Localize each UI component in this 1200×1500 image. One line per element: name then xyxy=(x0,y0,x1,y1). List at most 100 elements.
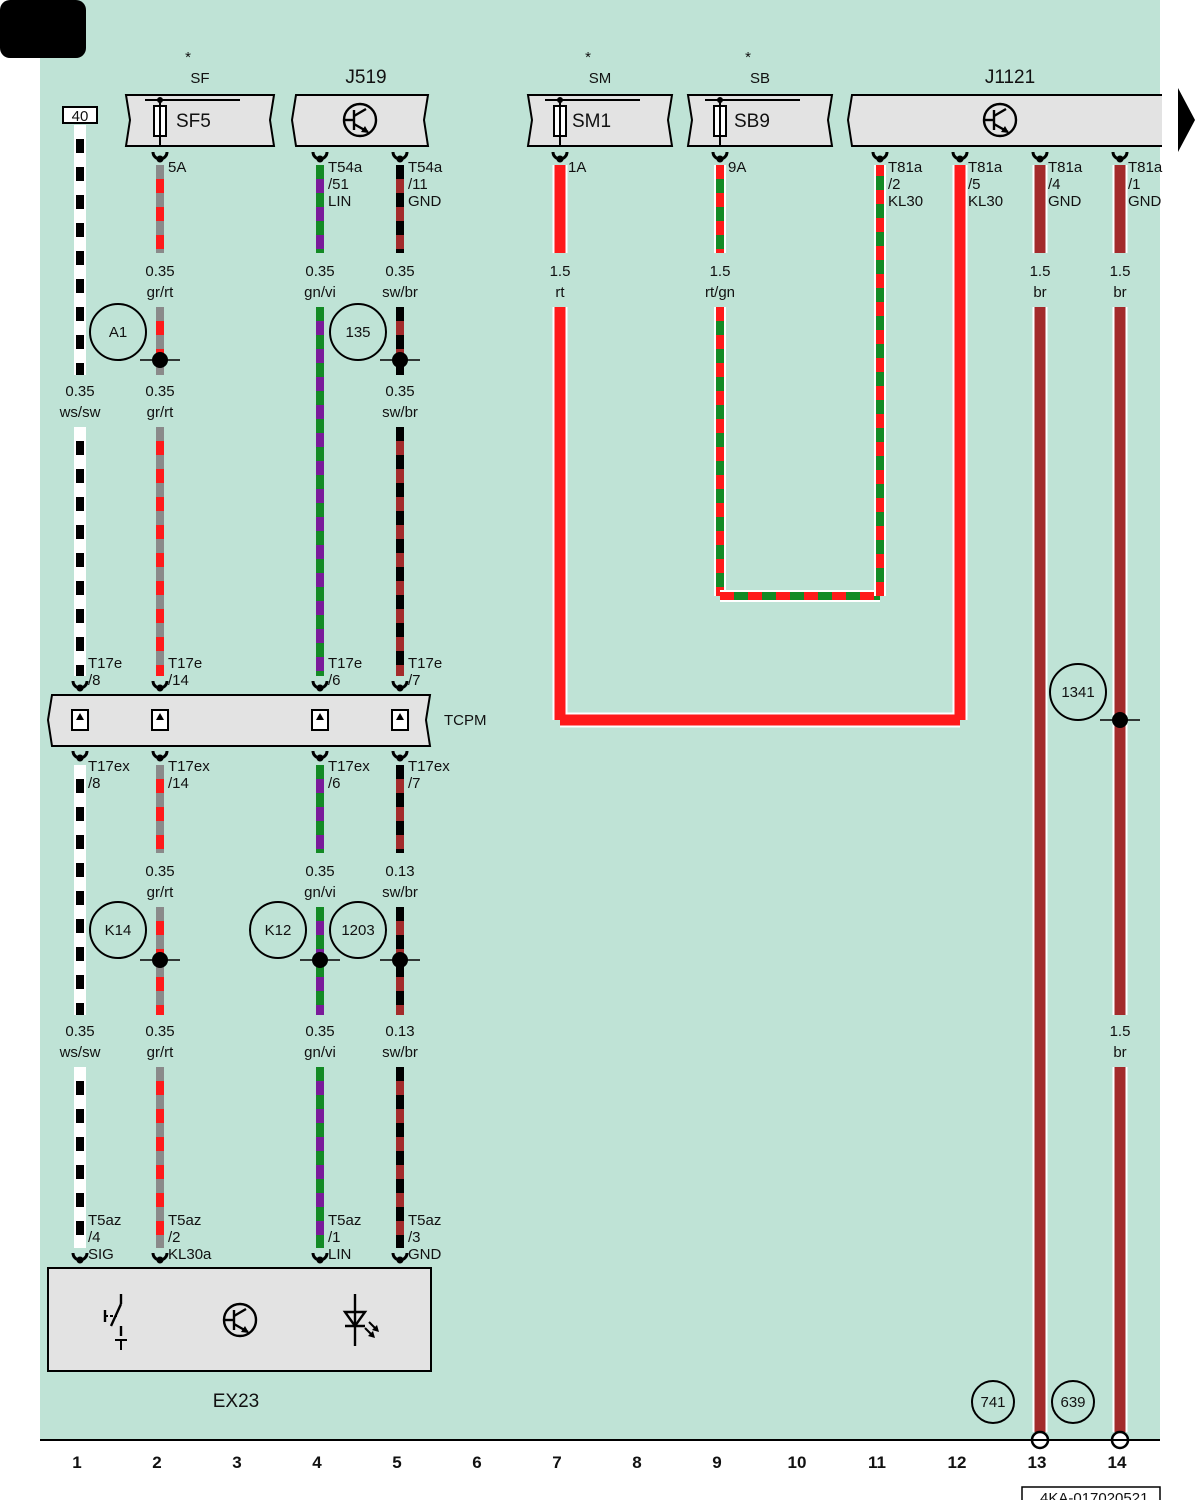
pin-label-j1121: GND xyxy=(1128,193,1162,210)
tcpm-pin-labels: T17e /8 T17e /14 T17e /6 T17e /7 T17ex /… xyxy=(88,655,450,792)
pin-label: /7 xyxy=(408,672,421,689)
pin-label-j519-51: T54a xyxy=(328,159,363,176)
page-ref-label: 40 xyxy=(72,108,89,125)
wire-color: br xyxy=(1033,284,1046,301)
wire-size: 0.13 xyxy=(385,863,414,880)
wire-color: gr/rt xyxy=(147,1044,175,1061)
wire-color: rt xyxy=(555,284,565,301)
junction-dot xyxy=(152,952,168,968)
pin-label: /4 xyxy=(88,1229,101,1246)
column-number: 9 xyxy=(712,1453,721,1472)
junctions xyxy=(140,352,1140,968)
wire-size: 1.5 xyxy=(1110,263,1131,280)
pin-label-j519-11: /11 xyxy=(408,176,428,193)
wire-size: 1.5 xyxy=(1030,263,1051,280)
pin-label: /2 xyxy=(168,1229,181,1246)
pin-label-sb: 9A xyxy=(728,159,746,176)
wire-size: 0.35 xyxy=(385,383,414,400)
pin-label-j519-51: /51 xyxy=(328,176,349,193)
wire-labels: 0.35 gr/rt 0.35 gn/vi 0.35 sw/br 1.5 rt … xyxy=(59,263,1131,1061)
junction-dot xyxy=(152,352,168,368)
sm-star: * xyxy=(585,49,591,66)
wire-color: sw/br xyxy=(382,284,418,301)
pin-label-j1121: /5 xyxy=(968,176,981,193)
connector-pins xyxy=(71,709,409,731)
wire-size: 0.35 xyxy=(145,1023,174,1040)
control-unit-j519 xyxy=(290,94,430,147)
triangle-right-icon[interactable] xyxy=(1178,88,1195,152)
wire-size: 1.5 xyxy=(550,263,571,280)
junction-dot xyxy=(1112,712,1128,728)
column-number: 14 xyxy=(1108,1453,1127,1472)
wire-color: rt/gn xyxy=(705,284,735,301)
pin-label: T5az xyxy=(168,1212,201,1229)
column-number: 6 xyxy=(472,1453,481,1472)
wire-color: gn/vi xyxy=(304,1044,336,1061)
wire-size: 0.35 xyxy=(145,383,174,400)
footer-code-box xyxy=(1021,1486,1161,1500)
pin-label: T17e xyxy=(168,655,202,672)
column-number: 2 xyxy=(152,1453,161,1472)
wire-color: br xyxy=(1113,1044,1126,1061)
ref-circle-label: K14 xyxy=(105,922,132,939)
column-number: 13 xyxy=(1028,1453,1047,1472)
fuse-sf-label: SF5 xyxy=(176,111,211,132)
pin-label-j1121: /4 xyxy=(1048,176,1061,193)
column-number: 4 xyxy=(312,1453,322,1472)
sf-star: * xyxy=(185,49,191,66)
pin-label: T17e xyxy=(88,655,122,672)
pin-label: LIN xyxy=(328,1246,351,1263)
fuse-sb-label: SB9 xyxy=(734,111,770,132)
pin-label: /14 xyxy=(168,775,189,792)
wire-size: 0.35 xyxy=(385,263,414,280)
sb-star: * xyxy=(745,49,751,66)
ref-circle-label: 1341 xyxy=(1061,684,1094,701)
pin-label: T5az xyxy=(88,1212,121,1229)
pin-label-j1121: KL30 xyxy=(888,193,923,210)
ref-circle-label: 639 xyxy=(1060,1394,1085,1411)
column-number: 7 xyxy=(552,1453,561,1472)
junction-dot xyxy=(392,352,408,368)
wire-color: ws/sw xyxy=(59,1044,101,1061)
page-corner-tab xyxy=(0,0,86,58)
switch-icon xyxy=(103,1294,127,1350)
ref-circle xyxy=(329,303,387,361)
pin-label: /6 xyxy=(328,775,341,792)
column-number: 8 xyxy=(632,1453,641,1472)
sb-name: SB xyxy=(750,70,770,87)
pin-label: T5az xyxy=(328,1212,361,1229)
ref-circle-label: K12 xyxy=(265,922,292,939)
ref-circle-label: A1 xyxy=(109,324,127,341)
pin-label: /7 xyxy=(408,775,421,792)
ref-circle xyxy=(329,901,387,959)
footer-code: 4KA-017020521 xyxy=(1040,1490,1148,1500)
pin-label: T17e xyxy=(408,655,442,672)
pin-label-j1121: T81a xyxy=(888,159,923,176)
ref-circle xyxy=(249,901,307,959)
pin-label-j519-11: T54a xyxy=(408,159,443,176)
ref-circle xyxy=(89,303,147,361)
wire-color: sw/br xyxy=(382,884,418,901)
junction-dot xyxy=(392,952,408,968)
j1121-name: J1121 xyxy=(985,67,1035,88)
pin-label-j1121: /2 xyxy=(888,176,901,193)
tcpm-name: TCPM xyxy=(444,712,487,729)
wire-color: gr/rt xyxy=(147,884,175,901)
wire-size: 1.5 xyxy=(710,263,731,280)
column-number: 3 xyxy=(232,1453,241,1472)
ex23-name: EX23 xyxy=(213,1391,259,1412)
pin-label: /14 xyxy=(168,672,189,689)
wire-color: gr/rt xyxy=(147,404,175,421)
wire-size: 0.35 xyxy=(65,1023,94,1040)
wire-size: 0.35 xyxy=(305,1023,334,1040)
column-number: 12 xyxy=(948,1453,967,1472)
pin-label: T17e xyxy=(328,655,362,672)
wire-color: sw/br xyxy=(382,404,418,421)
page-ref-box[interactable] xyxy=(62,106,98,124)
reference-circles: A1 135 1341 K14 K12 1203 741 639 xyxy=(89,303,1107,1424)
column-number: 10 xyxy=(788,1453,807,1472)
pin-label-j1121: GND xyxy=(1048,193,1082,210)
pin-label: GND xyxy=(408,1246,442,1263)
